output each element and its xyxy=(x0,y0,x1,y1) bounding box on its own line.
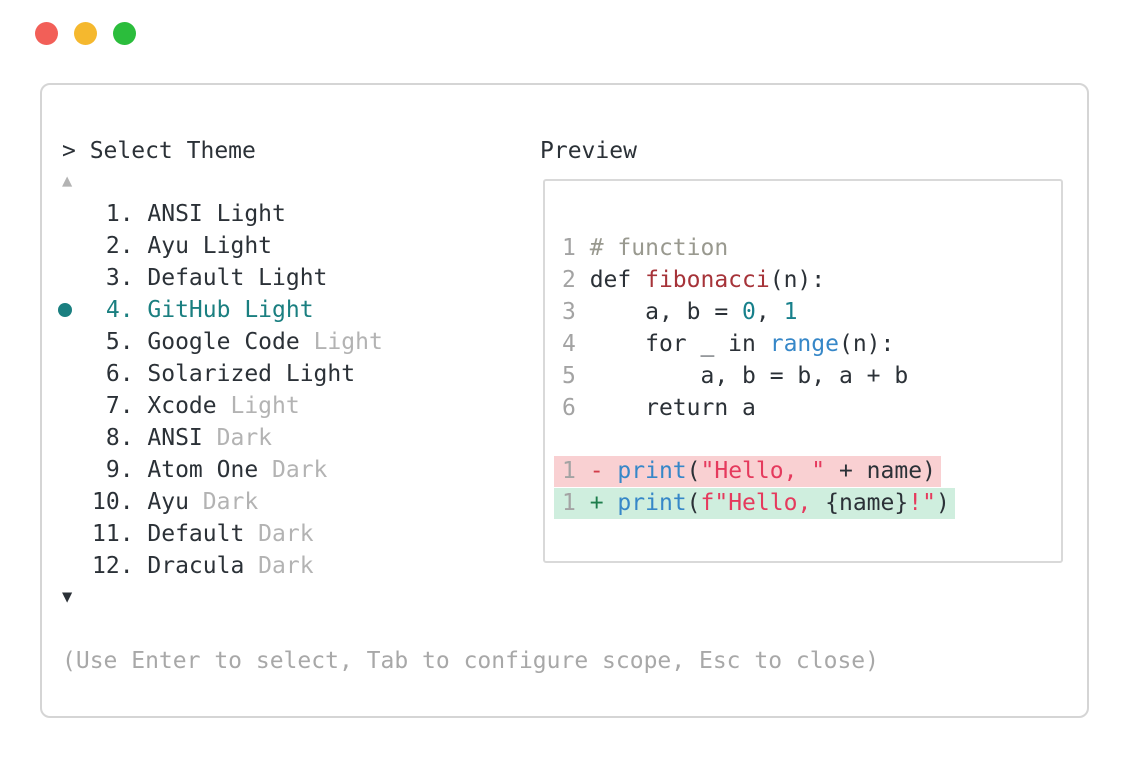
theme-item-label: Ayu Light xyxy=(147,233,273,259)
theme-item-label: Default Light xyxy=(147,265,328,291)
code-token: print xyxy=(617,458,687,484)
theme-list-item-ansi-light[interactable]: 1. ANSI Light xyxy=(42,198,512,230)
preview-heading: Preview xyxy=(540,138,637,164)
theme-list-item-default-light[interactable]: 3. Default Light xyxy=(42,262,512,294)
code-token: fibonacci xyxy=(645,267,770,293)
code-token: !" xyxy=(908,490,936,516)
line-number: 4 xyxy=(562,331,590,357)
code-line xyxy=(562,424,1061,456)
code-token: ( xyxy=(686,458,701,484)
line-number: 6 xyxy=(562,395,590,421)
help-text: (Use Enter to select, Tab to configure s… xyxy=(62,648,879,674)
theme-picker-panel: > Select Theme Preview ▲ 1. ANSI Light 2… xyxy=(40,83,1089,718)
theme-list-item-dracula[interactable]: 12. Dracula Dark xyxy=(42,550,512,582)
theme-item-number: 5. xyxy=(92,329,148,355)
theme-list-item-ansi[interactable]: 8. ANSI Dark xyxy=(42,422,512,454)
line-number: 1 xyxy=(562,235,590,261)
theme-item-number: 2. xyxy=(92,233,148,259)
code-token: (n): xyxy=(838,331,895,357)
code-token: def xyxy=(589,267,646,293)
theme-list-item-ayu-light[interactable]: 2. Ayu Light xyxy=(42,230,512,262)
zoom-window-button[interactable] xyxy=(113,22,136,45)
code-token: for _ in xyxy=(589,331,770,357)
scroll-down-indicator[interactable]: ▼ xyxy=(62,587,73,607)
theme-list-item-google-code[interactable]: 5. Google Code Light xyxy=(42,326,512,358)
code-line: 5 a, b = b, a + b xyxy=(562,360,1061,392)
theme-item-number: 4. xyxy=(92,297,148,323)
theme-item-variant-label: Dark xyxy=(202,425,273,451)
theme-item-label: Default xyxy=(147,521,245,547)
theme-list-item-solarized-light[interactable]: 6. Solarized Light xyxy=(42,358,512,390)
theme-item-label: Dracula xyxy=(147,553,245,579)
code-line-diff-added: 1 + print(f"Hello, {name}!") xyxy=(554,488,1061,520)
theme-item-label: ANSI xyxy=(147,425,203,451)
code-token: {name} xyxy=(825,490,909,516)
code-token: ) xyxy=(935,490,950,516)
line-number: 1 xyxy=(562,458,590,484)
theme-list-item-ayu[interactable]: 10. Ayu Dark xyxy=(42,486,512,518)
code-token: a, b = b, a + b xyxy=(589,363,909,389)
line-number: 3 xyxy=(562,299,590,325)
theme-list-item-atom-one[interactable]: 9. Atom One Dark xyxy=(42,454,512,486)
code-token: 0 xyxy=(742,299,756,325)
theme-item-number: 8. xyxy=(92,425,148,451)
code-token: print xyxy=(617,490,687,516)
theme-item-variant-label: Light xyxy=(216,393,300,419)
code-token: range xyxy=(769,331,839,357)
code-token: 1 xyxy=(783,299,798,325)
theme-item-number: 9. xyxy=(92,457,148,483)
close-window-button[interactable] xyxy=(35,22,58,45)
theme-item-label: Atom One xyxy=(147,457,259,483)
theme-item-label: GitHub Light xyxy=(147,297,314,323)
theme-item-label: Xcode xyxy=(147,393,217,419)
theme-list-item-xcode[interactable]: 7. Xcode Light xyxy=(42,390,512,422)
theme-item-number: 3. xyxy=(92,265,148,291)
line-number: 2 xyxy=(562,267,590,293)
minimize-window-button[interactable] xyxy=(74,22,97,45)
theme-item-number: 11. xyxy=(92,521,148,547)
line-number: 5 xyxy=(562,363,590,389)
window-controls xyxy=(35,22,136,45)
theme-list: 1. ANSI Light 2. Ayu Light 3. Default Li… xyxy=(42,198,512,582)
theme-item-label: Google Code xyxy=(147,329,300,355)
theme-item-number: 10. xyxy=(92,489,148,515)
theme-item-number: 7. xyxy=(92,393,148,419)
theme-list-item-default[interactable]: 11. Default Dark xyxy=(42,518,512,550)
code-token: f"Hello, xyxy=(700,490,826,516)
line-number: 1 xyxy=(562,490,590,516)
code-line: 1 # function xyxy=(562,232,1061,264)
code-line: 4 for _ in range(n): xyxy=(562,328,1061,360)
code-token: + xyxy=(589,490,618,516)
code-line: 3 a, b = 0, 1 xyxy=(562,296,1061,328)
theme-item-variant-label: Dark xyxy=(188,489,259,515)
code-token: a, b = xyxy=(589,299,743,325)
code-line: 2 def fibonacci(n): xyxy=(562,264,1061,296)
theme-item-label: ANSI Light xyxy=(147,201,286,227)
code-token: ( xyxy=(686,490,701,516)
code-token: return a xyxy=(589,395,756,421)
code-token: (n): xyxy=(769,267,826,293)
code-token: , xyxy=(755,299,784,325)
theme-item-number: 6. xyxy=(92,361,148,387)
code-token: + name) xyxy=(825,458,936,484)
theme-item-number: 12. xyxy=(92,553,148,579)
code-line-diff-removed: 1 - print("Hello, " + name) xyxy=(554,456,1061,488)
theme-item-variant-label: Dark xyxy=(244,521,314,547)
scroll-up-indicator[interactable]: ▲ xyxy=(62,171,73,191)
code-token: "Hello, " xyxy=(700,458,826,484)
theme-item-label: Solarized Light xyxy=(147,361,356,387)
code-token: - xyxy=(589,458,618,484)
theme-list-item-github-light[interactable]: 4. GitHub Light xyxy=(42,294,512,326)
selected-item-dot xyxy=(58,303,72,317)
theme-item-label: Ayu xyxy=(147,489,189,515)
theme-item-variant-label: Dark xyxy=(244,553,314,579)
theme-item-variant-label: Light xyxy=(299,329,383,355)
code-token: # function xyxy=(589,235,729,261)
panel-title: > Select Theme xyxy=(62,138,256,164)
code-line: 6 return a xyxy=(562,392,1061,424)
theme-item-number: 1. xyxy=(92,201,148,227)
theme-item-variant-label: Dark xyxy=(258,457,328,483)
